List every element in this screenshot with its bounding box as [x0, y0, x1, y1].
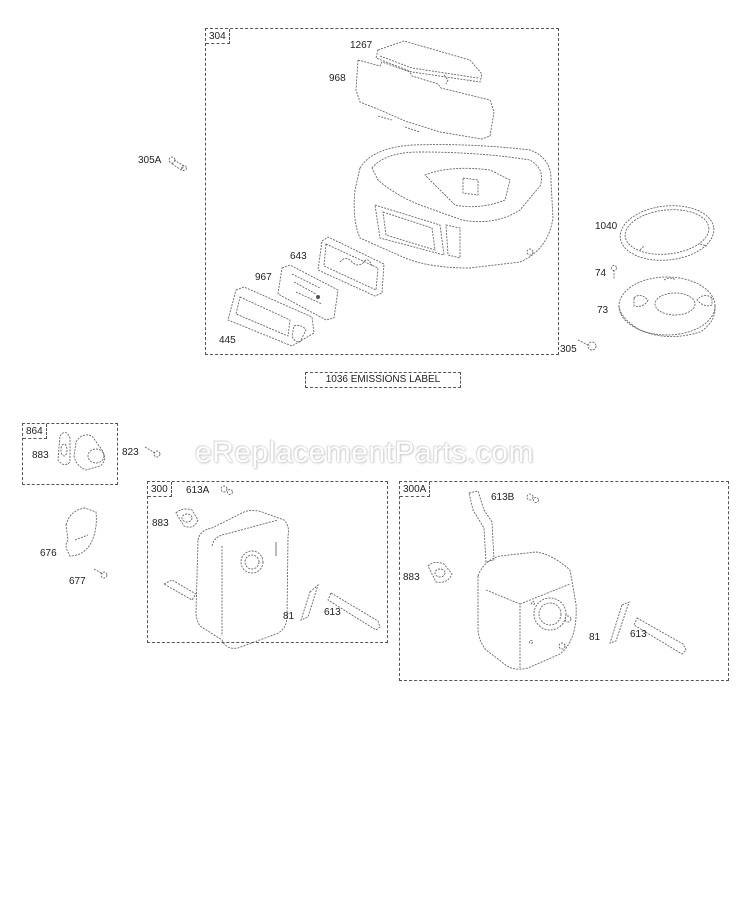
- part-300A-81-bracket-icon: [609, 601, 630, 644]
- watermark: eReplacementParts.com: [195, 436, 534, 469]
- group-304-tag: 304: [206, 29, 230, 44]
- part-label-300-81[interactable]: 81: [283, 611, 295, 622]
- part-label-300-883[interactable]: 883: [152, 518, 169, 529]
- part-label-643[interactable]: 643: [290, 251, 307, 262]
- part-305A-screw-icon: [168, 156, 187, 171]
- part-label-305[interactable]: 305: [560, 344, 577, 355]
- emissions-label-box[interactable]: 1036 EMISSIONS LABEL: [305, 372, 461, 388]
- part-300-muffler-icon: [163, 485, 289, 649]
- part-label-676[interactable]: 676: [40, 548, 57, 559]
- part-677-screw-icon: [93, 568, 108, 579]
- part-304-blower-housing-icon: [353, 144, 554, 269]
- part-1040-ring-icon: [619, 205, 715, 261]
- part-label-1040[interactable]: 1040: [595, 221, 618, 232]
- group-300-tag: 300: [148, 482, 172, 497]
- group-300A-tag: 300A: [400, 482, 431, 497]
- part-label-967[interactable]: 967: [255, 272, 272, 283]
- part-73-base-plate-icon: [618, 276, 716, 337]
- part-label-74[interactable]: 74: [595, 268, 607, 279]
- group-864-tag: 864: [23, 424, 47, 439]
- part-823-screw-icon: [144, 446, 161, 458]
- part-864-gasket-flange-icon: [57, 432, 105, 471]
- part-967-label-plate-icon: [277, 264, 339, 321]
- part-label-300-613[interactable]: 613: [324, 607, 341, 618]
- part-300-81-bracket-icon: [300, 583, 319, 621]
- part-643-bracket-icon: [317, 236, 385, 297]
- group-300-box: 300: [147, 481, 388, 643]
- part-label-864-883[interactable]: 883: [32, 450, 49, 461]
- part-676-heat-shield-icon: [65, 507, 97, 557]
- part-label-300A-81[interactable]: 81: [589, 632, 601, 643]
- part-label-300A-883[interactable]: 883: [403, 572, 420, 583]
- part-label-445[interactable]: 445: [219, 335, 236, 346]
- group-304-box: 304: [205, 28, 559, 355]
- part-label-1267[interactable]: 1267: [350, 40, 373, 51]
- part-300A-muffler-icon: [427, 490, 577, 670]
- part-300A-613-bolt-icon: [633, 617, 687, 655]
- part-label-613B[interactable]: 613B: [491, 492, 515, 503]
- group-300A-box: 300A: [399, 481, 729, 681]
- part-label-613A[interactable]: 613A: [186, 485, 210, 496]
- part-label-73[interactable]: 73: [597, 305, 609, 316]
- part-968-air-filter-icon: [355, 59, 495, 140]
- part-label-300A-613[interactable]: 613: [630, 629, 647, 640]
- part-445-frame-icon: [227, 286, 315, 347]
- part-1267-cover-icon: [375, 40, 483, 85]
- part-label-968[interactable]: 968: [329, 73, 346, 84]
- part-label-823[interactable]: 823: [122, 447, 139, 458]
- part-300-613-bolt-icon: [327, 592, 381, 631]
- group-864-box: 864: [22, 423, 118, 485]
- part-305-screw-icon: [577, 339, 597, 351]
- part-label-305A[interactable]: 305A: [138, 155, 162, 166]
- part-74-screw-icon: [611, 265, 617, 279]
- part-label-677[interactable]: 677: [69, 576, 86, 587]
